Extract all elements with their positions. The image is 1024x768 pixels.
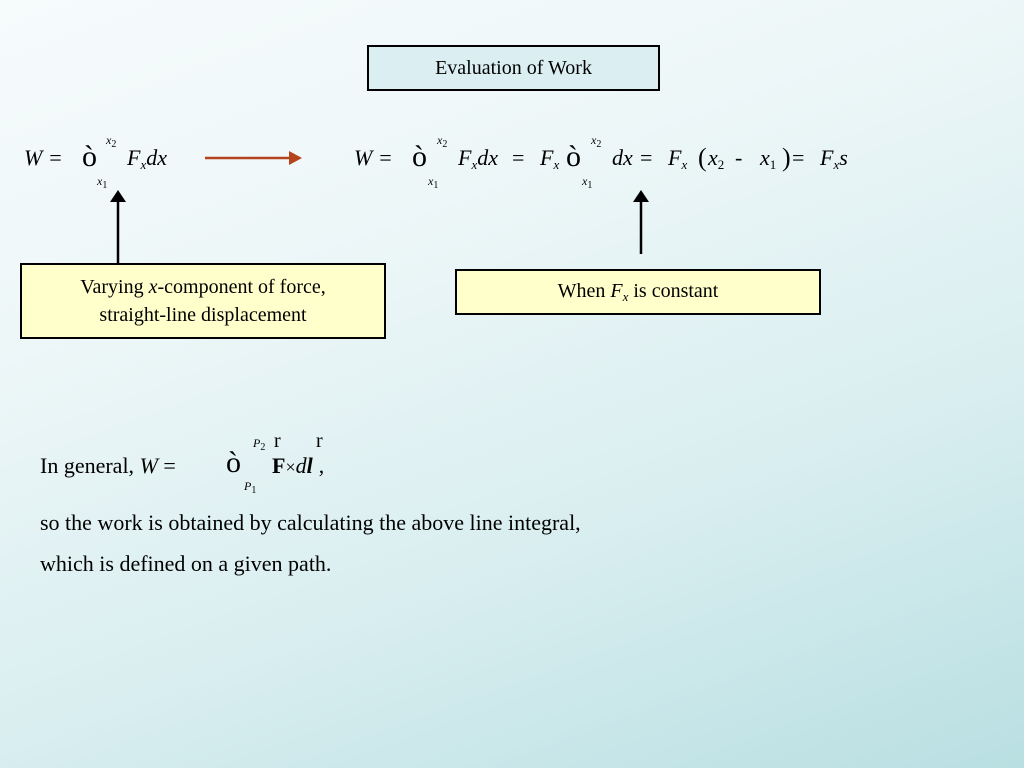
left-lhs: W = [24, 145, 63, 170]
general-upper-limit: P2 [253, 436, 266, 453]
constant-label: When Fx is constant [557, 280, 719, 304]
right-x2: x2 [708, 145, 725, 172]
right-integral-sign-2: ò [566, 140, 581, 173]
varying-line-2: straight-line displacement [99, 304, 307, 326]
right-lower-limit-1: x1 [428, 174, 439, 191]
vector-mark-f: r [274, 430, 281, 452]
slide-title: Evaluation of Work [435, 56, 592, 79]
varying-force-box: Varying x-component of force, straight-l… [20, 263, 386, 339]
left-integrand: Fxdx [127, 145, 167, 172]
general-integral-sign: ò [226, 446, 241, 479]
general-lower-limit: P1 [244, 479, 257, 496]
constant-force-box: When Fx is constant [455, 269, 821, 315]
right-upper-limit-2: x2 [591, 133, 602, 150]
vector-mark-l: r [316, 430, 323, 452]
right-term-4: Fxs [820, 145, 848, 172]
general-prefix: In general, W = [40, 453, 176, 478]
implies-arrow [205, 151, 302, 165]
right-lhs: W = [354, 145, 393, 170]
right-upper-limit-1: x2 [437, 133, 448, 150]
general-integrand: F×dl, [272, 453, 325, 478]
explanation-line-1: so the work is obtained by calculating t… [40, 510, 581, 535]
title-box: Evaluation of Work [367, 45, 660, 91]
left-integral-sign: ò [82, 140, 97, 173]
right-term-3-factor: Fx [668, 145, 688, 172]
right-equals-1: = [512, 145, 525, 170]
right-term-2-dx: dx [612, 145, 633, 170]
up-arrow-right [633, 190, 649, 254]
right-x1: x1 [760, 145, 777, 172]
right-lower-limit-2: x1 [582, 174, 593, 191]
left-lower-limit: x1 [97, 174, 108, 191]
right-term-2-factor: Fx [540, 145, 560, 172]
up-arrow-left [110, 190, 126, 264]
right-close-paren: ) [782, 143, 791, 172]
left-upper-limit: x2 [106, 133, 117, 150]
explanation-line-2: which is defined on a given path. [40, 551, 332, 576]
right-equals-3: = [792, 145, 805, 170]
right-open-paren: ( [698, 143, 707, 172]
right-equals-2: = [640, 145, 653, 170]
right-term-1: Fxdx [458, 145, 498, 172]
right-minus: - [735, 145, 743, 170]
right-integral-sign-1: ò [412, 140, 427, 173]
varying-line-1: Varying x-component of force, [80, 276, 326, 298]
